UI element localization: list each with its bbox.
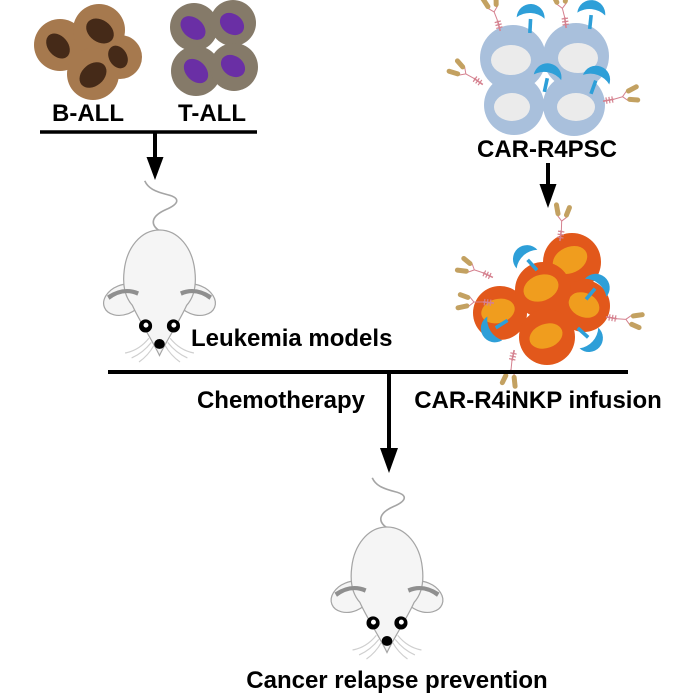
car-r4inkp-cell-cluster-icon xyxy=(452,200,647,391)
b-all-label: B-ALL xyxy=(52,100,124,127)
arrow-down-to-inkp-cells-icon xyxy=(539,163,557,208)
cancer-relapse-prevention-label: Cancer relapse prevention xyxy=(246,667,547,694)
arrow-down-to-leukemia-mouse-icon xyxy=(146,132,164,180)
t-all-label: T-ALL xyxy=(178,100,246,127)
b-all-cell-cluster-icon xyxy=(34,4,142,100)
psc-cells xyxy=(480,23,609,136)
t-all-cell-cluster-icon xyxy=(170,0,258,96)
t-all-nuclei xyxy=(180,12,246,84)
car-r4psc-label: CAR-R4PSC xyxy=(477,136,617,163)
chemotherapy-label: Chemotherapy xyxy=(197,387,366,414)
leukemia-models-label: Leukemia models xyxy=(191,325,392,352)
prevention-mouse-icon xyxy=(325,476,449,660)
psc-cell-holes xyxy=(491,43,598,121)
arrow-down-to-prevention-mouse-icon xyxy=(380,372,398,473)
car-r4inkp-infusion-label: CAR-R4iNKP infusion xyxy=(414,387,662,414)
t-all-cells xyxy=(170,0,258,96)
car-r4psc-cell-cluster-icon xyxy=(443,0,644,136)
b-all-nuclei xyxy=(46,18,128,88)
